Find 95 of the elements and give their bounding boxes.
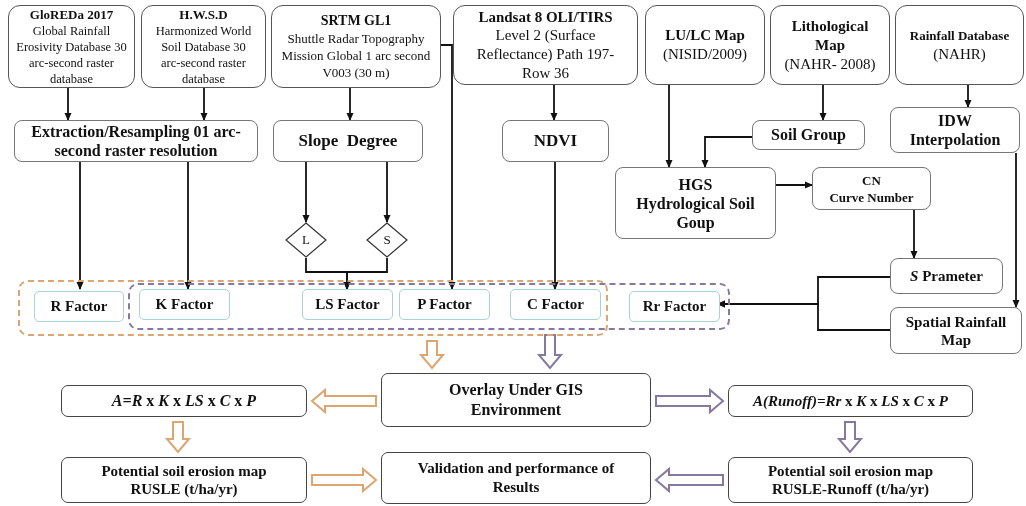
block-arrow xyxy=(536,334,564,370)
formula-box xyxy=(728,385,973,417)
data-source-box xyxy=(770,5,890,85)
box-text: Validation and performance of Results xyxy=(416,459,616,497)
arrow xyxy=(76,161,84,290)
block-arrow xyxy=(836,421,864,454)
arrow xyxy=(701,136,753,168)
process-box xyxy=(812,167,931,210)
decision-diamond xyxy=(366,222,408,258)
arrow xyxy=(775,181,813,189)
box-text: Overlay Under GIS Environment xyxy=(448,380,584,420)
factor-box xyxy=(34,291,124,322)
box-text: Global Rainfall Erosivity Database 30 arc-second raster database xyxy=(15,22,128,87)
box-text: IDW Interpolation xyxy=(908,111,1002,149)
box-text: Spatial Rainfall Map xyxy=(904,312,1008,349)
box-text: (NAHR- 2008) xyxy=(784,54,876,74)
block-arrow xyxy=(311,466,378,494)
process-box xyxy=(273,120,423,162)
process-box xyxy=(615,167,776,239)
box-text: P Factor xyxy=(417,295,472,315)
box-text: Soil Group xyxy=(771,125,846,146)
process-box xyxy=(890,258,1003,294)
box-text: Potential soil erosion map RUSLE (t/ha/yr) xyxy=(100,462,268,498)
diamond-label: L xyxy=(302,231,310,250)
arrow xyxy=(819,84,827,121)
box-text: Rr Factor xyxy=(642,297,707,317)
process-box xyxy=(890,107,1020,153)
box-heading: CN xyxy=(862,171,881,189)
box-text: A=R x K x LS x C x P xyxy=(111,391,257,411)
data-source-box xyxy=(453,5,638,85)
factor-box xyxy=(510,289,601,320)
factor-box xyxy=(302,289,393,320)
decision-diamond xyxy=(285,222,327,258)
arrow xyxy=(346,87,354,121)
arrow xyxy=(302,161,310,223)
box-text: Potential soil erosion map RUSLE-Runoff (t/ha/yr) xyxy=(766,462,935,498)
arrow xyxy=(64,87,72,121)
box-text: (NISID/2009) xyxy=(662,45,748,64)
process-box xyxy=(890,307,1022,354)
box-text: Shuttle Radar Topography Mission Global 1 arc second V003 (30 m) xyxy=(281,30,431,81)
process-box xyxy=(752,120,865,150)
process-box xyxy=(14,120,258,162)
arrow xyxy=(440,44,456,290)
data-source-box xyxy=(645,5,765,85)
box-text: Slope Degree xyxy=(298,131,398,151)
box-text: Extraction/Resampling 01 arc-second raster resolution xyxy=(30,122,242,160)
result-box xyxy=(728,457,973,503)
arrow xyxy=(910,209,918,259)
box-heading: LU/LC Map xyxy=(665,26,745,45)
box-text: Harmonized World Soil Database 30 arc-second raster database xyxy=(154,22,253,87)
block-arrow xyxy=(164,421,192,454)
arrow xyxy=(184,161,192,290)
data-source-box xyxy=(141,5,266,88)
arrow xyxy=(551,161,559,290)
data-source-box xyxy=(895,5,1024,85)
block-arrow xyxy=(655,387,725,415)
data-source-box xyxy=(271,5,441,88)
process-box xyxy=(502,120,609,162)
box-heading: GloREDa 2017 xyxy=(29,6,114,23)
arrow xyxy=(343,257,388,290)
process-box xyxy=(381,373,651,427)
box-text: Curve Number xyxy=(829,188,914,206)
formula-box xyxy=(61,385,307,417)
box-heading: Lithological Map xyxy=(790,16,870,55)
arrow xyxy=(665,84,673,168)
box-heading: HGS xyxy=(678,174,713,194)
box-heading: Landsat 8 OLI/TIRS xyxy=(478,7,613,26)
box-text: NDVI xyxy=(533,130,578,153)
box-text: (NAHR) xyxy=(933,44,986,64)
arrow xyxy=(383,161,391,223)
box-text: Hydrological Soil Goup xyxy=(635,193,756,232)
block-arrow xyxy=(654,466,724,494)
arrow xyxy=(964,84,972,108)
box-text: K Factor xyxy=(155,295,214,315)
arrow xyxy=(200,87,208,121)
block-arrow xyxy=(310,387,377,415)
box-text: A(Runoff)=Rr x K x LS x C x P xyxy=(753,391,948,411)
factor-box xyxy=(399,289,490,320)
box-text: S Prameter xyxy=(910,266,983,286)
box-text: Level 2 (Surface Reflectance) Path 197- Row 36 xyxy=(475,25,616,83)
box-heading: Rainfall Database xyxy=(909,26,1010,45)
arrow xyxy=(1012,152,1020,308)
box-text: R Factor xyxy=(50,297,108,317)
result-box xyxy=(381,452,651,504)
diamond-label: S xyxy=(383,231,391,250)
box-heading: H.W.S.D xyxy=(179,6,228,23)
data-source-box xyxy=(8,5,135,88)
box-heading: SRTM GL1 xyxy=(320,12,392,30)
result-box xyxy=(61,457,307,503)
factor-box xyxy=(629,291,720,322)
factor-box xyxy=(139,289,230,320)
box-text: LS Factor xyxy=(315,295,380,315)
arrow xyxy=(550,84,558,121)
box-text: C Factor xyxy=(526,295,585,315)
block-arrow xyxy=(418,340,446,370)
